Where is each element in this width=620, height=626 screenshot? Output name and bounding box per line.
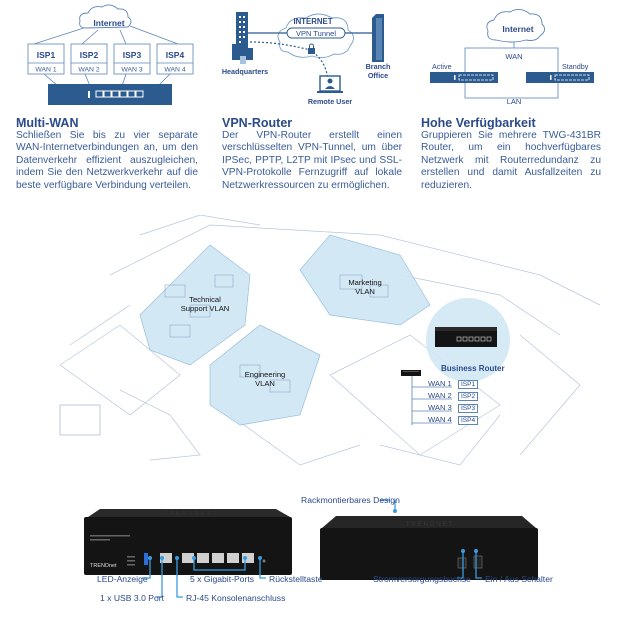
small-router-icon [401, 370, 421, 376]
power-switch [473, 555, 483, 569]
svg-text:WAN 2: WAN 2 [78, 67, 99, 74]
isp-box-1: ISP1 [458, 380, 479, 389]
callout-ports: 5 x Gigabit-Ports [190, 574, 254, 584]
isp-box-4: ISP4 WAN 4 [156, 43, 194, 75]
reset-button [262, 559, 266, 563]
svg-text:ISP4: ISP4 [166, 50, 185, 60]
wan-label-2: WAN 2 [428, 391, 452, 400]
wan-label: WAN [505, 52, 522, 61]
router-front-view: TRENDNET TRENDnet [84, 509, 292, 575]
zone-label-line: Engineering [244, 370, 286, 379]
gigabit-ports [182, 553, 254, 563]
router-back-view: TRENDNET [320, 516, 538, 580]
ha-cloud-label: Internet [502, 24, 533, 34]
isp-box-2: ISP2 [458, 392, 479, 401]
headquarters-label: Headquarters [222, 67, 268, 76]
callout-reset: Rückstelltaste [269, 574, 323, 584]
brand-logo: TRENDnet [90, 563, 117, 569]
isp-box-3: ISP3 WAN 3 [113, 43, 151, 75]
zone-label-line: Technical [189, 295, 221, 304]
remote-user-laptop-icon [317, 75, 343, 93]
wan-list: WAN 1 WAN 2 WAN 3 WAN 4 [428, 378, 452, 426]
isp-box-3: ISP3 [458, 404, 479, 413]
cloud-label: Internet [93, 18, 124, 28]
isp-list: ISP1 ISP2 ISP3 ISP4 [458, 380, 479, 425]
svg-text:ISP2: ISP2 [80, 50, 99, 60]
active-router-icon [430, 72, 498, 83]
vpn-tunnel-label: VPN Tunnel [296, 29, 336, 38]
lock-icon [308, 43, 315, 54]
callout-lines [142, 499, 482, 598]
zone-label-line: VLAN [255, 379, 275, 388]
svg-text:WAN 3: WAN 3 [121, 67, 142, 74]
vpn-cloud-label: INTERNET [294, 17, 333, 26]
engineering-zone [209, 324, 321, 426]
feature-title-high-availability: Hohe Verfügbarkeit [421, 116, 536, 130]
feature-body-vpn-router: Der VPN-Router erstellt einen verschlüss… [222, 130, 402, 191]
callout-usb: 1 x USB 3.0 Port [100, 593, 165, 603]
isp-box-1: ISP1 WAN 1 [27, 43, 65, 75]
svg-text:TRENDNET: TRENDNET [406, 522, 455, 528]
high-availability-diagram: Internet WAN LAN Active Standby [430, 9, 594, 106]
callout-switch: Ein / Aus Schalter [485, 574, 553, 584]
console-port [160, 553, 172, 563]
svg-text:ISP1: ISP1 [37, 50, 56, 60]
standby-router-icon [526, 72, 594, 83]
callout-led: LED-Anzeige [97, 574, 148, 584]
headquarters-building-icon [232, 12, 253, 64]
feature-body-multi-wan: Schließen Sie bis zu vier separate WAN-I… [16, 130, 198, 191]
branch-label-1: Branch [366, 62, 391, 71]
isp-box-4: ISP4 [458, 416, 479, 425]
svg-text:ISP3: ISP3 [123, 50, 142, 60]
wan-label-4: WAN 4 [428, 415, 452, 424]
internet-cloud-icon [486, 9, 545, 43]
usb-port [144, 553, 148, 565]
branch-label-2: Office [368, 71, 388, 80]
zone-label-technical-support: Technical Support VLAN [175, 295, 235, 313]
active-label: Active [432, 62, 452, 71]
lan-label: LAN [507, 97, 522, 106]
business-router-image [435, 327, 497, 347]
feature-body-high-availability: Gruppieren Sie mehrere TWG-431BR Router,… [421, 130, 601, 191]
remote-user-label: Remote User [308, 97, 353, 106]
svg-text:TRENDNET: TRENDNET [164, 511, 213, 517]
zone-label-line: Support VLAN [180, 304, 230, 313]
zone-label-line: Marketing [348, 278, 382, 287]
led-indicators [127, 556, 135, 566]
callout-console: RJ-45 Konsolenanschluss [186, 593, 286, 603]
feature-title-vpn-router: VPN-Router [222, 116, 293, 130]
wan-label-1: WAN 1 [428, 379, 452, 388]
power-jack [457, 557, 467, 569]
isp-box-2: ISP2 WAN 2 [70, 43, 108, 75]
router-bar-icon [48, 84, 172, 105]
svg-text:WAN 1: WAN 1 [35, 67, 56, 74]
office-floorplan-illustration [59, 215, 601, 466]
zone-label-marketing: Marketing VLAN [340, 278, 390, 296]
vpn-diagram: INTERNET VPN Tunnel Headquarters Branch … [222, 12, 391, 106]
business-router-label: Business Router [441, 364, 505, 373]
svg-text:WAN 4: WAN 4 [164, 67, 185, 74]
zone-label-engineering: Engineering VLAN [240, 370, 290, 388]
marketing-zone [299, 234, 431, 326]
zone-label-line: VLAN [355, 287, 375, 296]
callout-power-jack: Stromversorgungsbuchse [373, 574, 471, 584]
cloud-icon [79, 4, 132, 29]
branch-office-building-icon [372, 14, 384, 62]
standby-label: Standby [562, 62, 589, 71]
wan-label-3: WAN 3 [428, 403, 452, 412]
feature-title-multi-wan: Multi-WAN [16, 116, 79, 130]
multi-wan-diagram: Internet ISP1 WAN 1 ISP2 WAN 2 ISP3 WAN … [27, 4, 194, 105]
callout-rack: Rackmontierbares Design [301, 495, 400, 505]
